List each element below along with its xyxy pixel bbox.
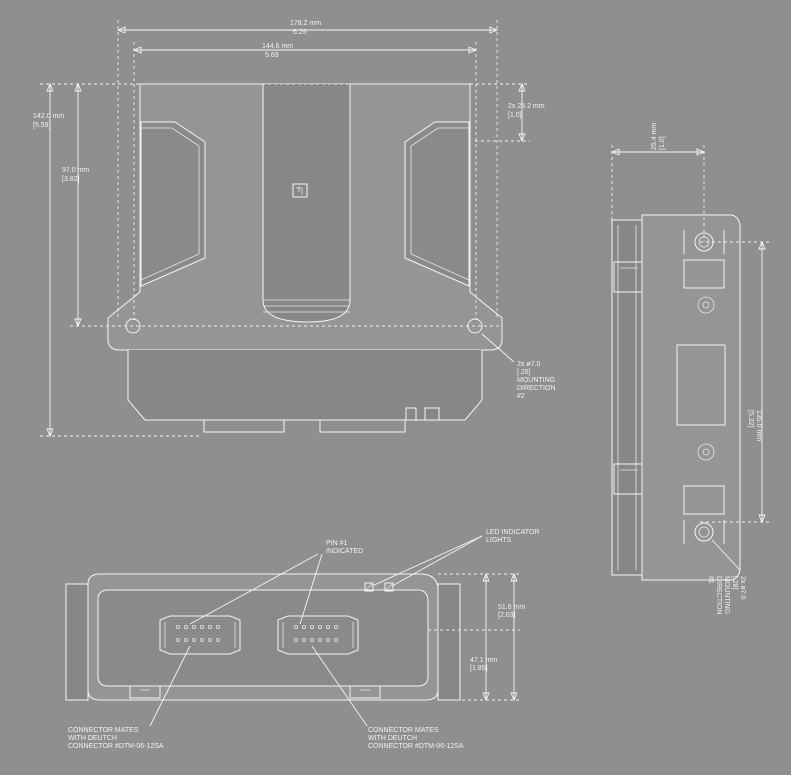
mount-height-in: [3.82] [62, 176, 80, 183]
mounting-callout-1: 2x ø7.0 [.28] MOUNTING DIRECTION #2 [517, 361, 557, 400]
side-hole-bottom [694, 522, 714, 542]
connector-right [277, 615, 359, 655]
front-view-labels: PIN #1 INDICATED LED INDICATOR LIGHTS 51… [68, 529, 541, 750]
top-view-labels: 178.2 mm 6.29 144.6 mm 5.69 142.0 mm [5.… [33, 20, 557, 400]
overall-width-mm: 178.2 mm [290, 20, 321, 27]
pin1-callout: PIN #1 INDICATED [326, 540, 363, 555]
mount-width-in: 5.69 [265, 52, 279, 59]
front-view-leaders [149, 535, 483, 727]
overall-height-in: [5.59] [33, 122, 51, 129]
front-view-dimensions [428, 572, 520, 702]
led-indicator-2 [384, 582, 394, 592]
side-view-labels: 25.4 mm [1.0] 135.0 mm [5.32] 2x ø7.0 [.… [651, 121, 762, 616]
side-view: 25.4 mm [1.0] 135.0 mm [5.32] 2x ø7.0 [.… [610, 121, 770, 616]
flange-offset-mm: 2x 25.2 mm [508, 103, 545, 110]
connector-left-callout: CONNECTOR MATES WITH DEUTCH CONNECTOR #D… [68, 727, 164, 750]
mount-height-mm: 97.0 mm [62, 167, 89, 174]
led-callout: LED INDICATOR LIGHTS [486, 529, 541, 544]
front-height-in: [2.03] [498, 612, 516, 619]
front-inner-mm: 47.1 mm [470, 657, 497, 664]
top-view: 178.2 mm 6.29 144.6 mm 5.69 142.0 mm [5.… [33, 20, 557, 438]
led-indicator-1 [364, 582, 374, 592]
mount-width-mm: 144.6 mm [262, 43, 293, 50]
mounting-callout-2: 2x ø7.0 [.28] MOUNTING DIRECTION #1 [707, 576, 746, 616]
overall-height-mm: 142.0 mm [33, 113, 64, 120]
side-height-label: 135.0 mm [5.32] [747, 410, 762, 443]
top-view-dimensions [46, 26, 526, 438]
flange-offset-in: [1.0] [508, 112, 522, 119]
top-view-extension-lines [40, 20, 530, 437]
front-height-mm: 51.6 mm [498, 604, 525, 611]
connector-right-callout: CONNECTOR MATES WITH DEUTCH CONNECTOR #D… [368, 727, 464, 750]
overall-width-in: 6.29 [293, 29, 307, 36]
connector-left [159, 615, 241, 655]
side-view-body [611, 214, 741, 581]
top-view-body [107, 83, 503, 433]
front-view-body [65, 573, 461, 701]
front-inner-in: [1.85] [470, 665, 488, 672]
front-view: PIN #1 INDICATED LED INDICATOR LIGHTS 51… [65, 529, 541, 750]
side-flange-label: 25.4 mm [1.0] [651, 121, 666, 150]
side-view-dimensions [610, 145, 770, 571]
